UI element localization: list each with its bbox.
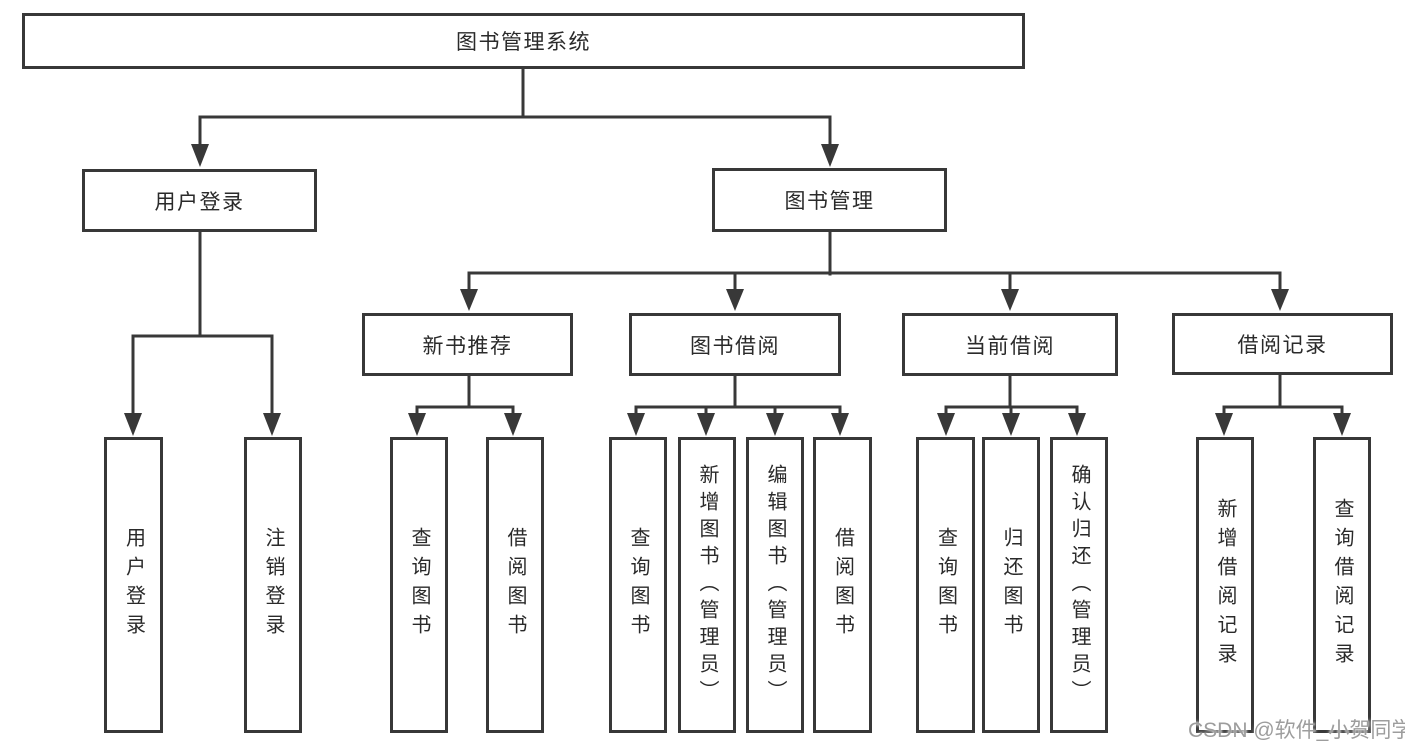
leaf-edit-books-admin: 编辑图书（管理员） bbox=[746, 437, 804, 733]
node-user-login-label: 用户登录 bbox=[154, 190, 245, 214]
node-library-system: 图书管理系统 bbox=[22, 13, 1025, 69]
leaf-logout-label: 注销登录 bbox=[262, 527, 284, 643]
leaf-borrow-books: 借阅图书 bbox=[813, 437, 872, 733]
node-borrow-records-label: 借阅记录 bbox=[1237, 334, 1328, 357]
leaf-query-books-borrow-label: 查询图书 bbox=[627, 527, 649, 643]
leaf-add-borrow-record-label: 新增借阅记录 bbox=[1214, 498, 1236, 672]
leaf-borrow-books-recommend: 借阅图书 bbox=[486, 437, 544, 733]
leaf-confirm-return-admin: 确认归还（管理员） bbox=[1050, 437, 1108, 733]
leaf-add-borrow-record: 新增借阅记录 bbox=[1196, 437, 1254, 733]
leaf-confirm-return-admin-label: 确认归还（管理员） bbox=[1068, 463, 1090, 707]
node-borrow-records: 借阅记录 bbox=[1172, 313, 1393, 375]
node-book-management-label: 图书管理 bbox=[784, 190, 875, 213]
leaf-query-books-current-label: 查询图书 bbox=[934, 527, 957, 643]
node-new-book-recommend: 新书推荐 bbox=[362, 313, 573, 376]
leaf-query-borrow-record: 查询借阅记录 bbox=[1313, 437, 1371, 733]
node-book-management: 图书管理 bbox=[712, 168, 947, 232]
leaf-borrow-books-recommend-label: 借阅图书 bbox=[504, 527, 526, 643]
node-current-borrow: 当前借阅 bbox=[902, 313, 1118, 376]
leaf-borrow-books-label: 借阅图书 bbox=[831, 527, 854, 643]
leaf-query-books-borrow: 查询图书 bbox=[609, 437, 667, 733]
leaf-add-books-admin-label: 新增图书（管理员） bbox=[696, 463, 718, 707]
leaf-query-books-recommend-label: 查询图书 bbox=[408, 527, 430, 643]
node-library-system-label: 图书管理系统 bbox=[456, 31, 591, 54]
leaf-return-books-label: 归还图书 bbox=[1000, 527, 1022, 643]
node-new-book-recommend-label: 新书推荐 bbox=[422, 334, 513, 358]
leaf-return-books: 归还图书 bbox=[982, 437, 1040, 733]
node-book-borrow: 图书借阅 bbox=[629, 313, 841, 376]
leaf-user-login-label: 用户登录 bbox=[122, 527, 145, 643]
node-user-login: 用户登录 bbox=[82, 169, 317, 232]
watermark: CSDN @软件_小贺同学 bbox=[1188, 719, 1405, 742]
leaf-user-login: 用户登录 bbox=[104, 437, 163, 733]
node-current-borrow-label: 当前借阅 bbox=[965, 334, 1055, 358]
leaf-query-books-current: 查询图书 bbox=[916, 437, 975, 733]
leaf-query-borrow-record-label: 查询借阅记录 bbox=[1331, 498, 1353, 672]
node-book-borrow-label: 图书借阅 bbox=[690, 334, 780, 358]
tree-edges bbox=[131, 68, 1344, 417]
arrowhead-icons bbox=[124, 144, 1351, 436]
leaf-query-books-recommend: 查询图书 bbox=[390, 437, 448, 733]
leaf-edit-books-admin-label: 编辑图书（管理员） bbox=[764, 463, 786, 707]
leaf-add-books-admin: 新增图书（管理员） bbox=[678, 437, 736, 733]
leaf-logout: 注销登录 bbox=[244, 437, 302, 733]
